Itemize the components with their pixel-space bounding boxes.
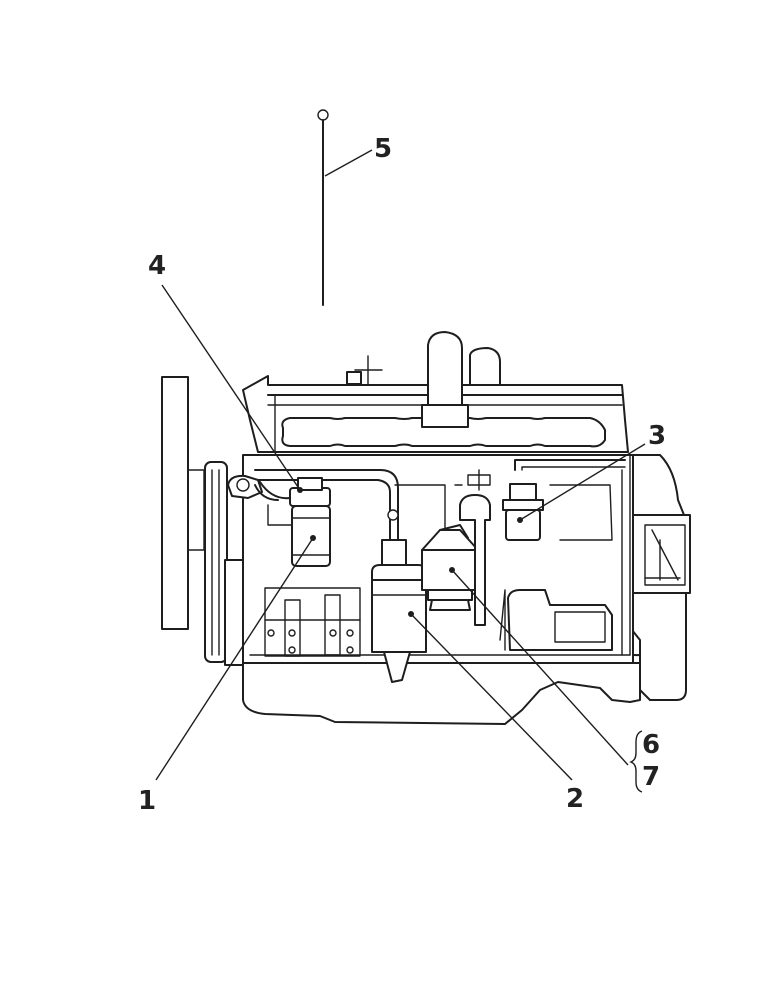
callout-5: 5	[374, 134, 393, 164]
filter-2	[371, 539, 427, 683]
fan-plate	[161, 376, 205, 630]
callout-1: 1	[138, 786, 157, 816]
oil-filler-cap	[346, 355, 383, 386]
pulley-assembly	[204, 461, 248, 666]
filter-6-7	[421, 494, 491, 626]
filter-3	[502, 483, 544, 541]
oil-pan	[242, 654, 641, 725]
callout-4: 4	[148, 251, 167, 281]
oil-pipe	[254, 469, 399, 546]
callout-6: 6	[642, 730, 661, 760]
callout-2: 2	[566, 784, 585, 814]
dipstick	[317, 109, 329, 306]
callout-7: 7	[642, 762, 661, 792]
leader-lines	[155, 149, 646, 793]
fuel-line	[467, 459, 626, 491]
intake-elbow	[421, 331, 501, 428]
callout-3: 3	[648, 421, 667, 451]
bell-housing	[629, 454, 691, 701]
